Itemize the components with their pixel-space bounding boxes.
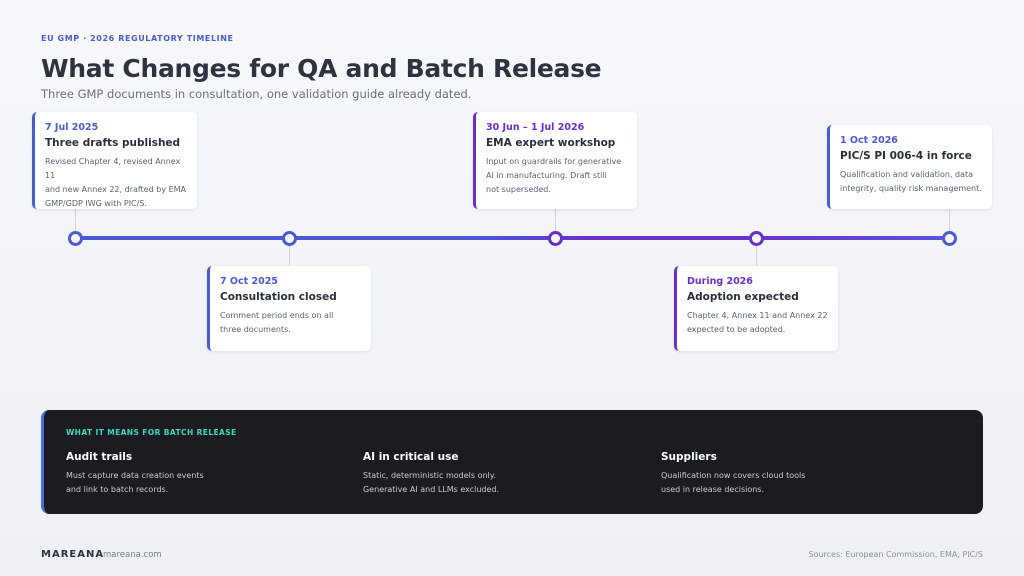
batch-release-panel: WHAT IT MEANS FOR BATCH RELEASE Audit tr…: [41, 410, 983, 514]
milestone-desc: Chapter 4, Annex 11 and Annex 22 expecte…: [687, 309, 828, 337]
timeline-node-2: [282, 231, 297, 246]
connector-3: [555, 209, 556, 233]
text-line: and link to batch records.: [66, 485, 169, 494]
desc-line: and new Annex 22, drafted by EMA: [45, 185, 187, 194]
milestone-card-5: 1 Oct 2026 PIC/S PI 006-4 in force Quali…: [827, 125, 992, 209]
column-title: AI in critical use: [363, 451, 459, 463]
desc-line: expected to be adopted.: [687, 325, 786, 334]
desc-line: AI in manufacturing. Draft still: [486, 171, 607, 180]
milestone-date: During 2026: [687, 276, 753, 287]
milestone-card-4: During 2026 Adoption expected Chapter 4,…: [674, 266, 838, 351]
connector-5: [949, 209, 950, 233]
milestone-date: 7 Oct 2025: [220, 276, 278, 287]
milestone-desc: Comment period ends on all three documen…: [220, 309, 361, 337]
milestone-date: 7 Jul 2025: [45, 122, 99, 133]
text-line: used in release decisions.: [661, 485, 765, 494]
milestone-title: Consultation closed: [220, 291, 337, 303]
timeline-node-3: [548, 231, 563, 246]
text-line: Must capture data creation events: [66, 471, 204, 480]
milestone-title: Adoption expected: [687, 291, 799, 303]
milestone-card-2: 7 Oct 2025 Consultation closed Comment p…: [207, 266, 371, 351]
milestone-desc: Revised Chapter 4, revised Annex 11 and …: [45, 155, 187, 211]
text-line: Qualification now covers cloud tools: [661, 471, 806, 480]
connector-2: [289, 244, 290, 266]
desc-line: Input on guardrails for generative: [486, 157, 622, 166]
milestone-title: Three drafts published: [45, 137, 181, 149]
desc-line: GMP/GDP IWG with PIC/S.: [45, 199, 147, 208]
panel-label: WHAT IT MEANS FOR BATCH RELEASE: [66, 428, 237, 437]
column-title: Suppliers: [661, 451, 717, 463]
timeline-axis: [75, 236, 949, 240]
node-dot: [73, 236, 78, 241]
page-subtitle: Three GMP documents in consultation, one…: [41, 87, 472, 101]
brand-url[interactable]: mareana.com: [103, 550, 162, 560]
page-title: What Changes for QA and Batch Release: [41, 54, 602, 83]
text-line: Generative AI and LLMs excluded.: [363, 485, 500, 494]
text-line: Static, deterministic models only.: [363, 471, 496, 480]
desc-line: Qualification and validation, data: [840, 170, 974, 179]
column-text: Qualification now covers cloud tools use…: [661, 469, 921, 497]
milestone-title: PIC/S PI 006-4 in force: [840, 150, 972, 162]
desc-line: not superseded.: [486, 185, 551, 194]
node-dot: [947, 236, 952, 241]
milestone-card-1: 7 Jul 2025 Three drafts published Revise…: [32, 112, 197, 209]
eyebrow: EU GMP · 2026 REGULATORY TIMELINE: [41, 34, 234, 43]
timeline-node-4: [749, 231, 764, 246]
milestone-title: EMA expert workshop: [486, 137, 616, 149]
node-dot: [287, 236, 292, 241]
panel-column-suppliers: Suppliers Qualification now covers cloud…: [661, 451, 921, 497]
panel-column-ai: AI in critical use Static, deterministic…: [363, 451, 623, 497]
desc-line: Revised Chapter 4, revised Annex 11: [45, 157, 181, 180]
column-text: Static, deterministic models only. Gener…: [363, 469, 623, 497]
panel-column-audit-trails: Audit trails Must capture data creation …: [66, 451, 326, 497]
connector-1: [75, 209, 76, 233]
node-dot: [553, 236, 558, 241]
node-dot: [754, 236, 759, 241]
column-text: Must capture data creation events and li…: [66, 469, 326, 497]
connector-4: [756, 244, 757, 266]
milestone-date: 30 Jun – 1 Jul 2026: [486, 122, 585, 133]
milestone-card-3: 30 Jun – 1 Jul 2026 EMA expert workshop …: [473, 112, 637, 209]
desc-line: three documents.: [220, 325, 291, 334]
sources-note: Sources: European Commission, EMA, PIC/S: [808, 550, 984, 559]
milestone-desc: Qualification and validation, data integ…: [840, 168, 982, 196]
column-title: Audit trails: [66, 451, 133, 463]
milestone-desc: Input on guardrails for generative AI in…: [486, 155, 627, 197]
milestone-date: 1 Oct 2026: [840, 135, 898, 146]
brand-logo: MAREANA: [41, 549, 105, 560]
timeline-node-5: [942, 231, 957, 246]
desc-line: Comment period ends on all: [220, 311, 334, 320]
timeline-node-1: [68, 231, 83, 246]
desc-line: integrity, quality risk management.: [840, 184, 982, 193]
desc-line: Chapter 4, Annex 11 and Annex 22: [687, 311, 828, 320]
